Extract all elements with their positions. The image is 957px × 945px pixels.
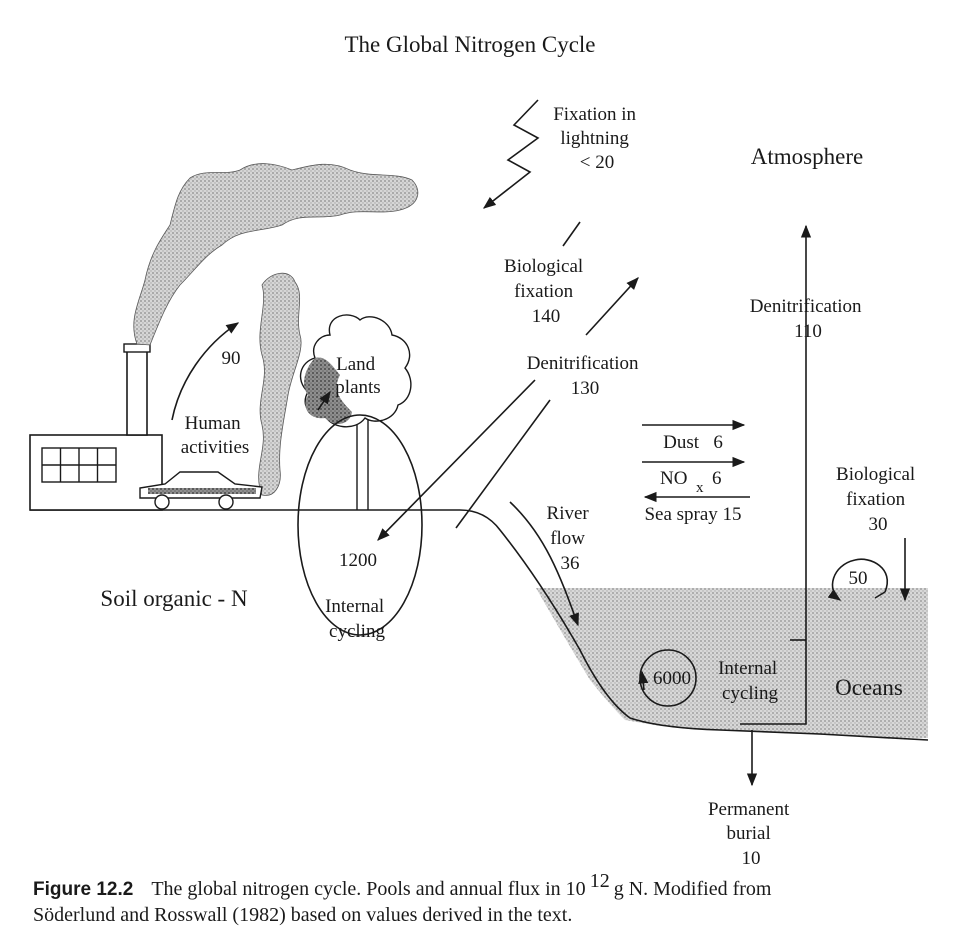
label-ocean-pool: 6000 <box>653 668 691 689</box>
label-atmosphere: Atmosphere <box>751 144 863 169</box>
label-sea-spray: Sea spray 15 <box>644 504 741 525</box>
label-nox: NO x 6 <box>660 468 722 497</box>
bio-fixation-land-arrow-top <box>562 221 581 247</box>
land-cycling-arrow <box>317 390 331 411</box>
label-human-value: 90 <box>222 348 241 369</box>
label-bio-fixation-ocean: Biological fixation 30 <box>836 464 920 535</box>
label-river-flow: River flow 36 <box>547 503 594 574</box>
label-denitrification-land: Denitrification 130 <box>527 353 644 399</box>
car-exhaust-smoke <box>258 272 302 496</box>
denitrification-land-arrow-top <box>585 277 639 336</box>
denitrification-ocean-arrow <box>740 224 812 725</box>
figure-caption-line2: Söderlund and Rosswall (1982) based on v… <box>33 904 572 926</box>
label-internal-cycling-ocean: Internal cycling <box>718 658 782 704</box>
label-land-pool: 1200 <box>339 550 377 571</box>
label-permanent-burial: Permanent burial 10 <box>708 799 794 869</box>
ocean-surface-loop-end <box>874 591 886 599</box>
label-denitrification-ocean: Denitrification 110 <box>750 296 867 342</box>
factory <box>29 343 163 511</box>
factory-windows <box>41 447 117 483</box>
land-plants-tree <box>299 314 412 510</box>
denitrification-land-arrow <box>455 399 551 529</box>
ground-line <box>30 509 929 741</box>
ocean-water <box>536 588 928 738</box>
figure-caption: Figure 12.2 The global nitrogen cycle. P… <box>33 870 772 900</box>
label-fixation-lightning: Fixation in lightning < 20 <box>553 104 641 173</box>
ocean-surface-loop <box>827 558 888 601</box>
label-internal-cycling-land: Internal cycling <box>325 596 389 642</box>
label-ocean-surface-pool: 50 <box>849 568 868 589</box>
car <box>139 471 263 510</box>
lightning-bolt <box>482 99 540 209</box>
label-dust: Dust 6 <box>663 432 723 453</box>
label-oceans: Oceans <box>835 675 903 700</box>
label-human-activities: Human activities <box>181 413 250 458</box>
diagram-title: The Global Nitrogen Cycle <box>344 32 595 57</box>
label-bio-fixation-land: Biological fixation 140 <box>504 256 588 327</box>
human-activities-arrow <box>171 322 240 421</box>
label-soil-organic-n: Soil organic - N <box>100 586 248 611</box>
river-flow-arrow <box>509 501 579 627</box>
bio-fixation-land-arrow <box>377 379 536 541</box>
factory-smoke <box>133 163 419 346</box>
label-land-plants: Land plants <box>335 354 380 398</box>
ocean-pool-arrow <box>638 670 649 691</box>
land-internal-cycling-loop <box>297 414 423 636</box>
